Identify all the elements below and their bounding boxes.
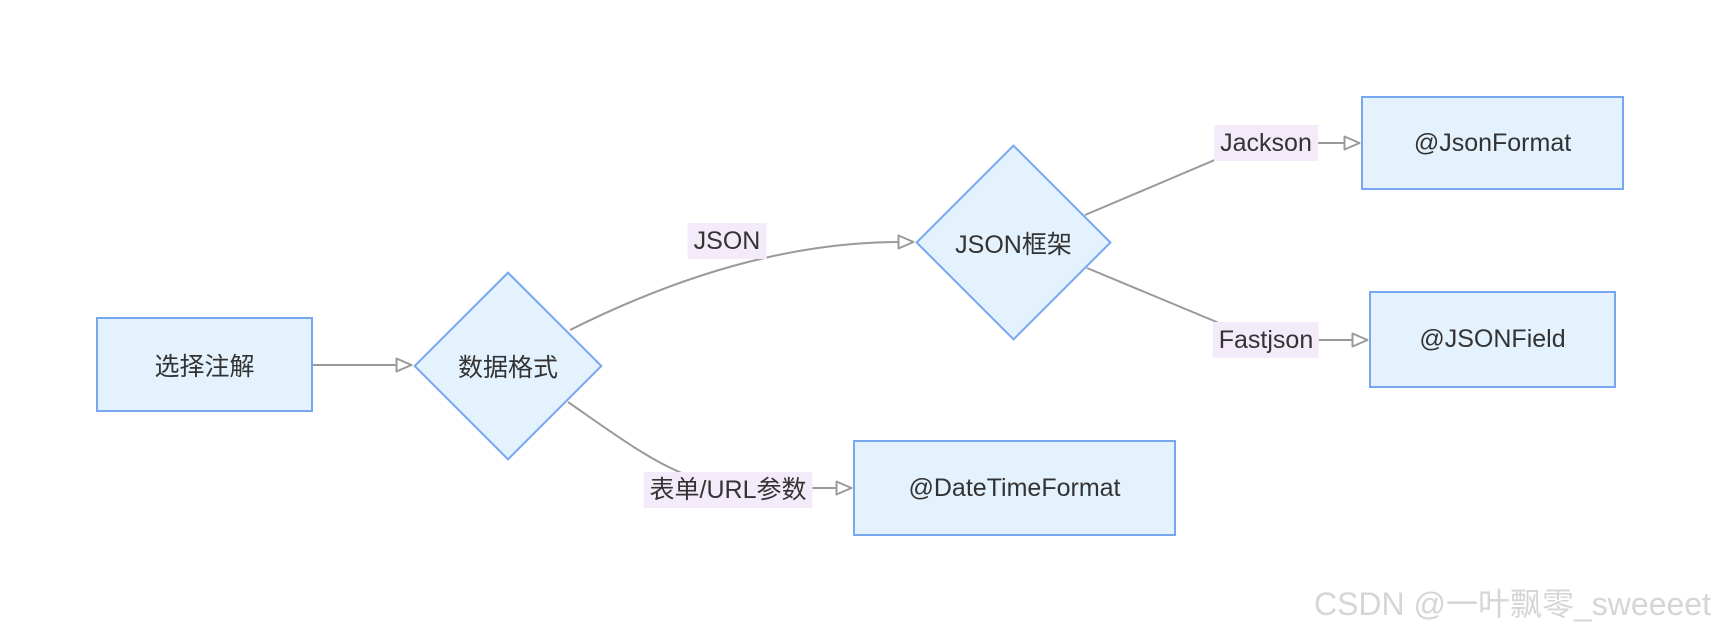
node-jsonfield: @JSONField [1369, 291, 1616, 388]
edge-label-form-url: 表单/URL参数 [643, 472, 813, 508]
csdn-watermark: CSDN @一叶飘零_sweeeet [1313, 586, 1711, 622]
edge-label-json: JSON [687, 223, 767, 259]
node-data-format-label: 数据格式 [457, 354, 558, 382]
node-choose-annotation: 选择注解 [96, 317, 313, 412]
node-datetimeformat-label: @DateTimeFormat [908, 473, 1121, 502]
node-choose-annotation-label: 选择注解 [154, 352, 255, 381]
node-jsonformat-label: @JsonFormat [1413, 128, 1572, 157]
node-data-format-decision: 数据格式 [413, 271, 603, 461]
node-datetimeformat: @DateTimeFormat [853, 440, 1176, 536]
node-jsonformat: @JsonFormat [1361, 96, 1624, 190]
edge-format-to-jsonframework [569, 234, 915, 331]
edge-label-fastjson: Fastjson [1212, 322, 1320, 358]
node-json-framework-label: JSON框架 [955, 230, 1072, 259]
edge-label-jackson: Jackson [1214, 125, 1318, 161]
node-json-framework-decision: JSON框架 [915, 144, 1112, 341]
node-jsonfield-label: @JSONField [1419, 325, 1566, 353]
